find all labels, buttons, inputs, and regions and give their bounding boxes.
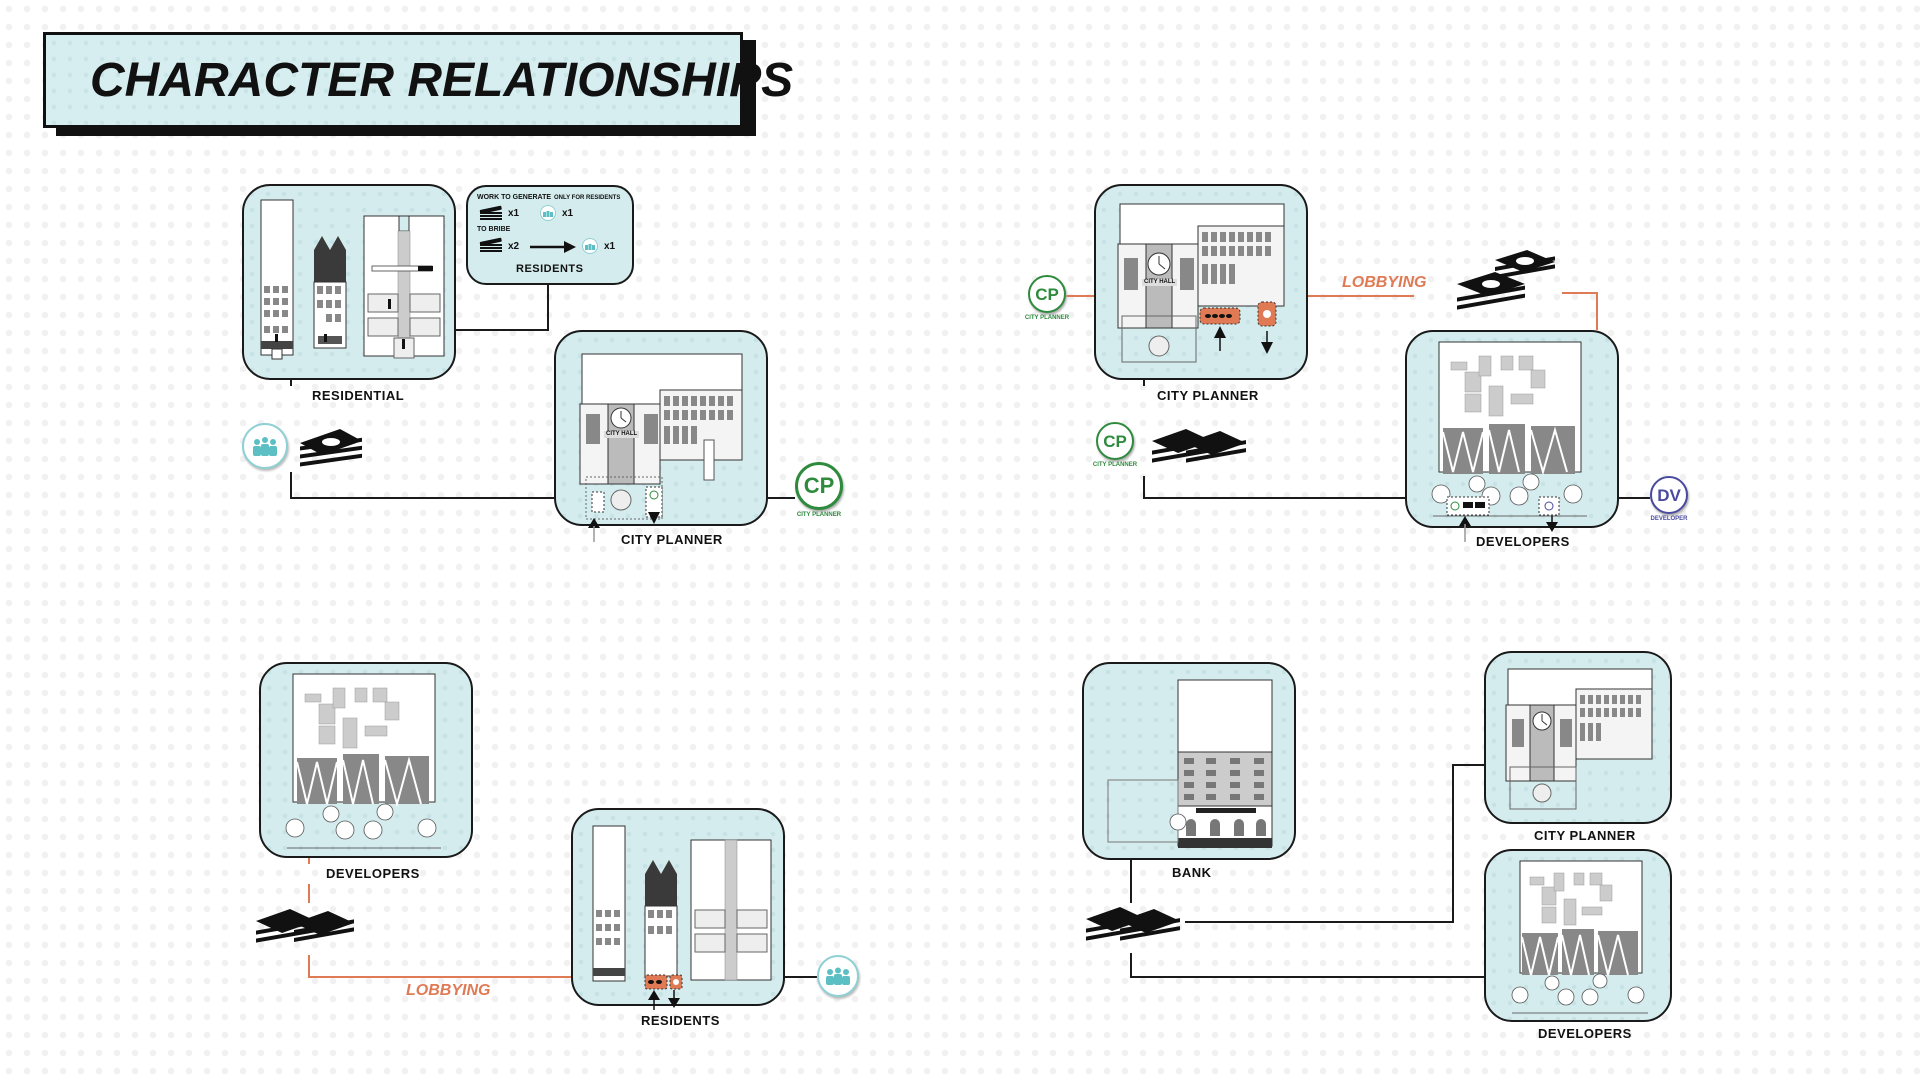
residential-illustration [592, 825, 772, 990]
lobbying-label: LOBBYING [406, 982, 491, 999]
line-money-residents [308, 955, 572, 978]
dv-badge-text: DV [1657, 485, 1681, 505]
city-hall-sign: CITY HALL [1142, 279, 1178, 286]
residents-icon [540, 205, 556, 221]
city-planner-card[interactable]: CITY HALL [1094, 184, 1308, 380]
cp-badge-caption: CITY PLANNER [796, 512, 842, 518]
bribe-label: TO BRIBE [477, 226, 511, 233]
arrow-down-icon [1546, 516, 1558, 532]
city-hall-illustration [579, 353, 743, 524]
residents-icon [582, 238, 598, 254]
developers-card[interactable] [259, 662, 473, 858]
bribe-money-qty: x2 [508, 241, 520, 252]
residents-icon [242, 423, 288, 469]
cp-badge-text: CP [1035, 284, 1059, 304]
line-residential-cityplanner-2 [290, 472, 556, 499]
dv-badge-caption: DEVELOPER [1650, 516, 1688, 522]
cp-badge-icon: CP [1096, 422, 1134, 460]
line-cityplanner-developers-2 [1143, 476, 1406, 499]
work-resident-qty: x1 [562, 208, 574, 219]
developer-tower-illustration [1511, 860, 1648, 1014]
money-stack-icon [1457, 250, 1555, 310]
money-stack-icon [1086, 907, 1180, 941]
developer-tower-illustration [285, 673, 441, 849]
bank-label: BANK [1172, 865, 1212, 880]
developers-card[interactable] [1405, 330, 1619, 528]
city-planner-label: CITY PLANNER [621, 532, 723, 547]
only-label: ONLY FOR RESIDENTS [554, 195, 621, 201]
city-planner-card[interactable]: CITY HALL [554, 330, 768, 526]
developers-label: DEVELOPERS [326, 866, 420, 881]
line-residential-info [455, 285, 549, 331]
city-planner-card[interactable] [1484, 651, 1672, 824]
dv-badge-icon: DV [1650, 476, 1688, 514]
work-label: WORK TO GENERATE [477, 194, 552, 201]
money-stack-icon [300, 429, 362, 467]
cp-badge-icon: CP [1028, 275, 1066, 313]
money-stack-icon [1152, 429, 1246, 463]
arrow-down-icon [668, 990, 680, 1008]
line-money-developers [1130, 953, 1484, 978]
arrow-right-icon [530, 241, 576, 253]
residents-label: RESIDENTS [641, 1013, 720, 1028]
city-planner-label: CITY PLANNER [1534, 828, 1636, 843]
lobbying-label: LOBBYING [1342, 274, 1427, 291]
residential-label: RESIDENTIAL [312, 388, 405, 403]
cp-badge-caption: CITY PLANNER [1024, 315, 1070, 321]
residential-illustration [260, 199, 445, 360]
city-hall-illustration [1117, 203, 1285, 363]
developers-label: DEVELOPERS [1476, 534, 1570, 549]
money-stack-icon [256, 909, 354, 943]
bank-illustration [1107, 679, 1273, 848]
developer-tower-illustration [1431, 341, 1587, 517]
city-hall-sign: CITY HALL [604, 431, 640, 438]
city-hall-illustration [1505, 668, 1653, 810]
arrow-up-icon [648, 990, 660, 1010]
bribe-resident-qty: x1 [604, 241, 616, 252]
money-stack-icon [479, 205, 502, 220]
residents-card[interactable] [571, 808, 785, 1006]
cp-badge-icon: CP [795, 462, 843, 510]
line-money-cityplanner [1185, 764, 1484, 923]
residential-card[interactable] [242, 184, 456, 380]
city-planner-label: CITY PLANNER [1157, 388, 1259, 403]
money-stack-icon [479, 237, 502, 252]
residents-icon [817, 955, 859, 997]
work-money-qty: x1 [508, 208, 520, 219]
developers-card[interactable] [1484, 849, 1672, 1022]
cp-badge-text: CP [1103, 431, 1127, 451]
bank-card[interactable] [1082, 662, 1296, 860]
developers-label: DEVELOPERS [1538, 1026, 1632, 1041]
arrow-up-icon [1459, 516, 1471, 542]
cp-badge-caption: CITY PLANNER [1092, 462, 1138, 468]
title-banner: CHARACTER RELATIONSHIPS [43, 32, 793, 128]
residents-info-box: WORK TO GENERATE ONLY FOR RESIDENTS x1 x… [466, 185, 634, 285]
info-residents-label: RESIDENTS [516, 263, 584, 275]
page-title: CHARACTER RELATIONSHIPS [90, 54, 794, 107]
line-lobbying-right [1562, 292, 1598, 330]
arrow-up-icon [588, 518, 600, 542]
cp-badge-text: CP [803, 473, 835, 498]
